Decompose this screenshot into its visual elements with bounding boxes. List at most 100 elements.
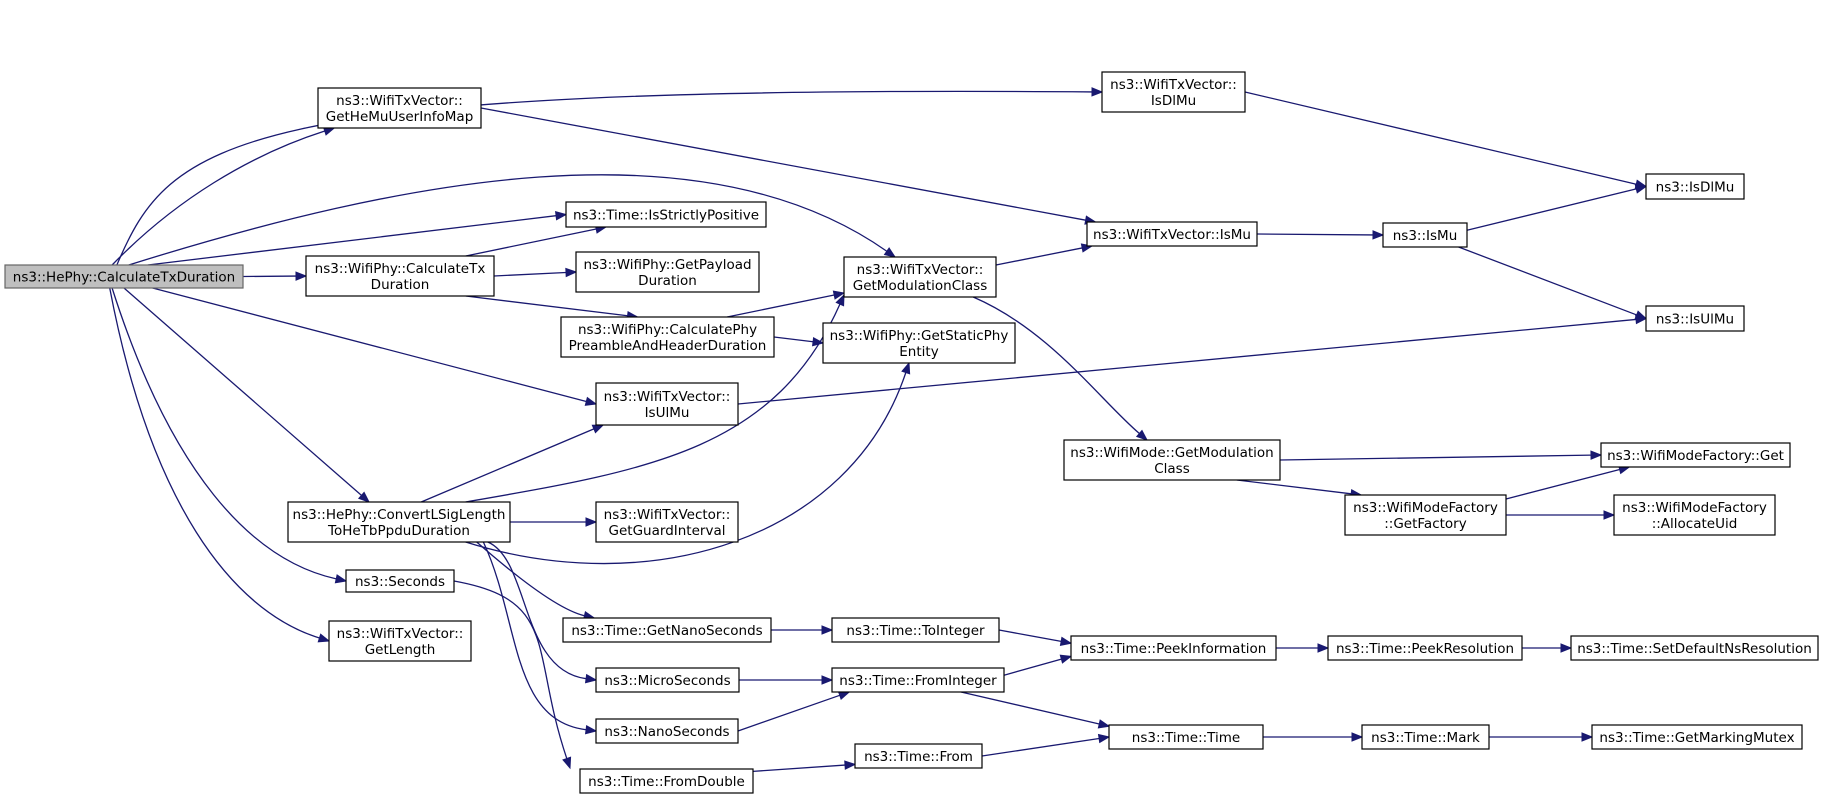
node-calcPre[interactable]: ns3::WifiPhy::CalculatePhyPreambleAndHea… [560, 316, 775, 358]
node-label: ns3::WifiTxVector::IsMu [1093, 227, 1251, 243]
node-box [595, 718, 739, 744]
call-edge-convL-to-micro [487, 541, 598, 684]
node-factAlloc[interactable]: ns3::WifiModeFactory::AllocateUid [1613, 494, 1776, 536]
node-seconds[interactable]: ns3::Seconds [345, 569, 455, 593]
node-label: ns3::Time::Mark [1371, 730, 1480, 746]
call-edge-wpCalcTx-to-getPayload [493, 267, 578, 278]
node-label: ns3::WifiTxVector:: [1110, 77, 1237, 93]
call-edge-calcTx-to-convL [123, 287, 371, 503]
node-label: IsUlMu [645, 405, 690, 421]
node-box [1382, 222, 1468, 248]
call-edge-convL-to-getModVec [465, 293, 845, 503]
node-label: ns3::IsUlMu [1656, 312, 1734, 328]
node-mark[interactable]: ns3::Time::Mark [1361, 724, 1490, 750]
node-micro[interactable]: ns3::MicroSeconds [595, 667, 740, 693]
node-getLen[interactable]: ns3::WifiTxVector::GetLength [328, 620, 472, 662]
node-from[interactable]: ns3::Time::From [854, 743, 983, 769]
call-edge-convL-to-getGuard [510, 517, 598, 527]
node-label: ns3::Time::PeekResolution [1336, 641, 1514, 657]
node-label: PreambleAndHeaderDuration [569, 338, 767, 354]
call-edge-wpCalcTx-to-calcPre [465, 295, 639, 321]
node-label: ns3::WifiMode::GetModulation [1070, 445, 1273, 461]
node-box [1108, 724, 1264, 750]
node-label: ns3::WifiPhy::CalculateTx [315, 261, 486, 277]
node-getModVec[interactable]: ns3::WifiTxVector::GetModulationClass [843, 256, 997, 298]
node-peekRes[interactable]: ns3::Time::PeekResolution [1327, 635, 1523, 661]
call-edge-fromInt-to-peekInfo [1003, 654, 1073, 676]
call-edge-modeGetMod-to-factGetF [1236, 479, 1363, 499]
call-edge-getNano-to-toInt [771, 625, 834, 635]
node-box [595, 667, 740, 693]
node-box [328, 620, 472, 662]
call-edge-factGetF-to-factGet [1505, 465, 1631, 500]
node-factGetF[interactable]: ns3::WifiModeFactory::GetFactory [1344, 494, 1507, 536]
node-label: ns3::IsDlMu [1656, 180, 1735, 196]
node-label: ns3::WifiPhy::CalculatePhy [578, 322, 757, 338]
node-label: Duration [638, 273, 697, 289]
node-peekInfo[interactable]: ns3::Time::PeekInformation [1070, 635, 1277, 661]
node-nano[interactable]: ns3::NanoSeconds [595, 718, 739, 744]
node-label: ns3::HePhy::ConvertLSigLength [293, 507, 506, 523]
node-label: ns3::WifiModeFactory [1622, 500, 1767, 516]
call-edge-isDlMuVec-to-isDlMu [1244, 91, 1648, 189]
node-isStrict[interactable]: ns3::Time::IsStrictlyPositive [565, 201, 767, 228]
node-label: ns3::Seconds [355, 574, 445, 590]
node-calcTx[interactable]: ns3::HePhy::CalculateTxDuration [4, 264, 244, 289]
node-getNano[interactable]: ns3::Time::GetNanoSeconds [562, 617, 772, 643]
node-box [831, 617, 1000, 643]
node-box [1327, 635, 1523, 661]
node-box [565, 201, 767, 228]
node-setDef[interactable]: ns3::Time::SetDefaultNsResolution [1570, 635, 1819, 661]
node-fromInt[interactable]: ns3::Time::FromInteger [831, 667, 1005, 693]
call-edge-modeGetMod-to-factGet [1279, 450, 1603, 461]
node-factGet[interactable]: ns3::WifiModeFactory::Get [1600, 442, 1791, 468]
node-isDlMuVec[interactable]: ns3::WifiTxVector::IsDlMu [1101, 71, 1246, 113]
call-edge-fromInt-to-time [960, 691, 1111, 729]
node-isUlMu[interactable]: ns3::IsUlMu [1645, 305, 1745, 332]
call-edge-from-to-time [981, 733, 1111, 757]
node-box [345, 569, 455, 593]
node-label: Class [1154, 461, 1190, 477]
node-label: ns3::Time::Time [1132, 730, 1240, 746]
call-edge-getModVec-to-modeGetMod [972, 296, 1149, 441]
node-label: ToHeTbPpduDuration [327, 523, 470, 539]
node-isMu[interactable]: ns3::IsMu [1382, 222, 1468, 248]
node-convL[interactable]: ns3::HePhy::ConvertLSigLengthToHeTbPpduD… [287, 501, 511, 543]
call-edge-mark-to-getMutex [1489, 732, 1594, 742]
node-label: ::AllocateUid [1652, 516, 1738, 532]
node-box [1645, 305, 1745, 332]
call-edge-calcTx-to-seconds [111, 287, 348, 584]
call-edge-convL-to-getNano [476, 541, 596, 621]
call-edge-calcTx-to-wpCalcTx [242, 271, 308, 281]
node-getMutex[interactable]: ns3::Time::GetMarkingMutex [1591, 724, 1803, 750]
node-isMuVec[interactable]: ns3::WifiTxVector::IsMu [1086, 221, 1258, 247]
call-edge-getModVec-to-isMuVec [995, 243, 1094, 266]
call-edge-fromDbl-to-from [752, 760, 857, 773]
node-label: ns3::WifiPhy::GetPayload [583, 257, 751, 273]
node-label: Entity [899, 344, 938, 360]
node-time[interactable]: ns3::Time::Time [1108, 724, 1264, 750]
node-fromDbl[interactable]: ns3::Time::FromDouble [579, 768, 754, 794]
node-isUlMuVec[interactable]: ns3::WifiTxVector::IsUlMu [595, 382, 739, 426]
call-edge-calcPre-to-getStatic [773, 336, 825, 347]
call-edge-calcTx-to-isStrict [147, 211, 568, 266]
call-edge-isUlMuVec-to-isUlMu [737, 314, 1648, 405]
node-getGuard[interactable]: ns3::WifiTxVector::GetGuardInterval [595, 501, 739, 543]
node-box [595, 501, 739, 543]
node-wpCalcTx[interactable]: ns3::WifiPhy::CalculateTxDuration [305, 255, 495, 297]
node-isDlMu[interactable]: ns3::IsDlMu [1645, 173, 1745, 200]
node-modeGetMod[interactable]: ns3::WifiMode::GetModulationClass [1063, 439, 1281, 481]
node-label: ns3::Time::PeekInformation [1081, 641, 1267, 657]
node-box [562, 617, 772, 643]
call-edge-nano-to-fromInt [737, 691, 851, 732]
node-label: GetLength [365, 642, 436, 658]
call-edge-factGetF-to-factAlloc [1506, 510, 1616, 520]
node-label: ns3::NanoSeconds [604, 724, 729, 740]
node-label: ns3::MicroSeconds [604, 673, 730, 689]
call-nodes: ns3::HePhy::CalculateTxDurationns3::Wifi… [4, 71, 1819, 794]
node-toInt[interactable]: ns3::Time::ToInteger [831, 617, 1000, 643]
node-box [560, 316, 775, 358]
node-getHeMu[interactable]: ns3::WifiTxVector::GetHeMuUserInfoMap [317, 87, 482, 129]
